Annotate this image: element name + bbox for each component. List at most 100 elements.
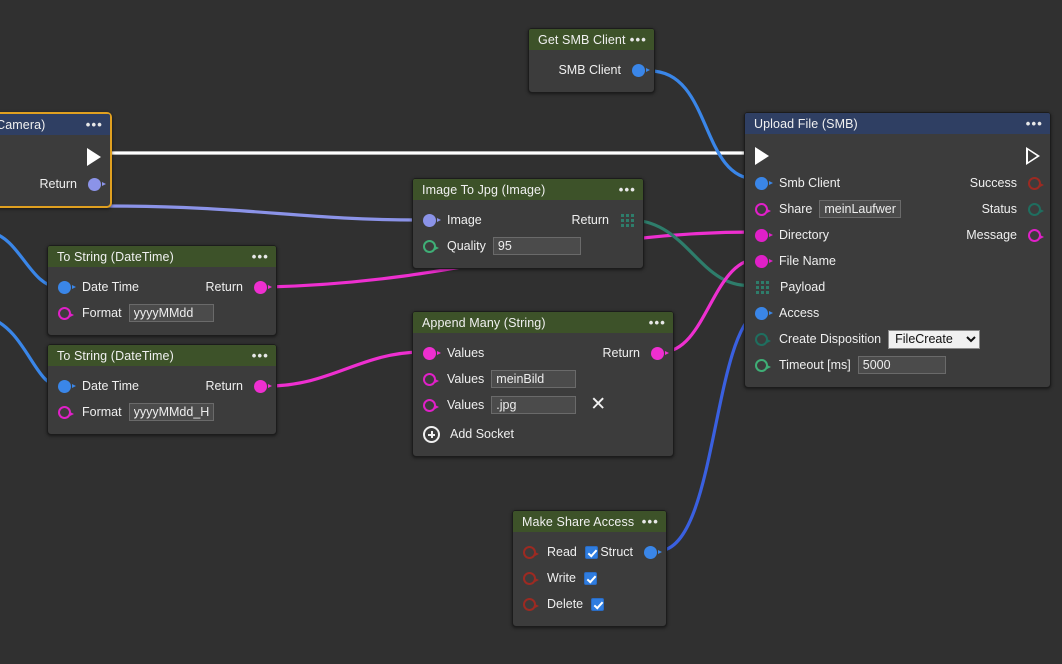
input-socket-format[interactable]	[58, 405, 74, 419]
node-image-to-jpg[interactable]: Image To Jpg (Image) ••• Image Return Qu…	[412, 178, 644, 269]
remove-socket-icon[interactable]: ✕	[590, 394, 607, 415]
node-header[interactable]: Upload File (SMB) •••	[745, 113, 1050, 134]
input-socket-quality[interactable]	[423, 239, 439, 253]
input-socket-file-name[interactable]	[755, 254, 773, 268]
exec-in-triangle-icon[interactable]	[755, 146, 769, 165]
node-image-camera[interactable]: Image (Camera) ••• Camera Return	[0, 112, 112, 208]
input-socket-delete[interactable]	[523, 597, 539, 611]
input-socket-create-disposition[interactable]	[755, 332, 771, 346]
input-socket-write[interactable]	[523, 571, 539, 585]
node-make-share-access[interactable]: Make Share Access ••• Read Struct Write …	[512, 510, 667, 627]
node-menu-icon[interactable]: •••	[618, 181, 636, 197]
socket-row-format: Format	[48, 300, 276, 326]
add-socket-button[interactable]: Add Socket	[413, 421, 673, 447]
values-input[interactable]	[491, 396, 577, 414]
node-menu-icon[interactable]: •••	[629, 31, 647, 47]
output-socket-return[interactable]	[254, 379, 272, 393]
node-to-string-datetime-2[interactable]: To String (DateTime) ••• Date Time Retur…	[47, 344, 277, 435]
input-socket-share[interactable]	[755, 202, 771, 216]
input-socket-values[interactable]	[423, 398, 439, 412]
node-header[interactable]: To String (DateTime) •••	[48, 246, 276, 267]
input-socket-access[interactable]	[755, 306, 773, 320]
node-header[interactable]: Image To Jpg (Image) •••	[413, 179, 643, 200]
node-header[interactable]: Make Share Access •••	[513, 511, 666, 532]
input-socket-date-time[interactable]	[58, 379, 76, 393]
create-disposition-select[interactable]: FileCreateFileOpenFileOpenIfFileOverwrit…	[888, 329, 981, 349]
node-menu-icon[interactable]: •••	[641, 513, 659, 529]
node-header[interactable]: Image (Camera) •••	[0, 114, 110, 135]
input-socket-smb-client[interactable]	[755, 176, 773, 190]
node-menu-icon[interactable]: •••	[1025, 115, 1043, 131]
node-upload-file-smb[interactable]: Upload File (SMB) ••• Smb Client Success…	[744, 112, 1051, 388]
socket-label: File Name	[779, 254, 836, 268]
socket-label: Values	[447, 398, 485, 412]
quality-input[interactable]	[492, 237, 581, 255]
output-label: Return	[205, 379, 243, 393]
output-socket-success[interactable]	[1028, 176, 1044, 190]
output-socket-message[interactable]	[1028, 228, 1044, 242]
output-socket-return[interactable]	[254, 280, 272, 294]
node-header[interactable]: Get SMB Client •••	[529, 29, 654, 50]
node-title: Get SMB Client	[538, 32, 626, 47]
output-socket-return-array[interactable]	[620, 213, 634, 227]
socket-label: Format	[82, 405, 122, 419]
node-to-string-datetime-1[interactable]: To String (DateTime) ••• Date Time Retur…	[47, 245, 277, 336]
exec-out-triangle-icon[interactable]	[1026, 146, 1041, 165]
socket-label: Format	[82, 306, 122, 320]
node-title: Append Many (String)	[422, 315, 546, 330]
node-title: Image (Camera)	[0, 117, 46, 132]
socket-label: Values	[447, 346, 485, 360]
format-input[interactable]	[128, 304, 214, 322]
output-label: Status	[981, 202, 1017, 216]
node-append-many-string[interactable]: Append Many (String) ••• Values Return V…	[412, 311, 674, 457]
node-body: SMB Client	[529, 50, 654, 92]
node-menu-icon[interactable]: •••	[251, 347, 269, 363]
node-title: Make Share Access	[522, 514, 635, 529]
output-label: Return	[205, 280, 243, 294]
node-body: Smb Client Success Share Status Director…	[745, 134, 1050, 387]
input-socket-values[interactable]	[423, 346, 441, 360]
output-socket-struct[interactable]	[644, 545, 662, 559]
node-menu-icon[interactable]: •••	[85, 116, 103, 132]
socket-label: Values	[447, 372, 485, 386]
delete-checkbox[interactable]	[591, 597, 605, 611]
input-socket-payload-array[interactable]	[755, 280, 769, 294]
node-header[interactable]: To String (DateTime) •••	[48, 345, 276, 366]
output-label: Message	[966, 228, 1017, 242]
node-get-smb-client[interactable]: Get SMB Client ••• SMB Client	[528, 28, 655, 93]
input-socket-image[interactable]	[423, 213, 441, 227]
socket-label: Directory	[779, 228, 830, 242]
read-checkbox[interactable]	[584, 545, 598, 559]
exec-out-triangle-icon[interactable]	[87, 147, 101, 166]
output-label: SMB Client	[558, 63, 621, 77]
write-checkbox[interactable]	[583, 571, 597, 585]
output-socket-smb-client[interactable]	[632, 63, 650, 77]
input-socket-values[interactable]	[423, 372, 439, 386]
output-label: Return	[39, 177, 77, 191]
input-socket-timeout[interactable]	[755, 358, 771, 372]
node-header[interactable]: Append Many (String) •••	[413, 312, 673, 333]
input-socket-format[interactable]	[58, 306, 74, 320]
output-socket-status[interactable]	[1028, 202, 1044, 216]
socket-row-quality: Quality	[413, 233, 643, 259]
input-socket-date-time[interactable]	[58, 280, 76, 294]
input-socket-read[interactable]	[523, 545, 539, 559]
format-input[interactable]	[128, 403, 214, 421]
socket-label: Payload	[780, 280, 826, 294]
timeout-input[interactable]	[857, 356, 946, 374]
values-input[interactable]	[491, 370, 577, 388]
socket-label: Read	[547, 545, 577, 559]
wire-append-values	[267, 350, 421, 388]
output-socket-return[interactable]	[651, 346, 669, 360]
socket-row-values-0: Values Return	[413, 340, 673, 366]
node-menu-icon[interactable]: •••	[251, 248, 269, 264]
socket-label: Smb Client	[779, 176, 841, 190]
node-body: Date Time Return Format	[48, 267, 276, 335]
share-input[interactable]	[819, 200, 902, 218]
node-menu-icon[interactable]: •••	[648, 314, 666, 330]
output-socket-return[interactable]	[88, 177, 106, 191]
socket-row-values-2: Values ✕	[413, 392, 673, 418]
input-socket-directory[interactable]	[755, 228, 773, 242]
socket-label: Image	[447, 213, 482, 227]
